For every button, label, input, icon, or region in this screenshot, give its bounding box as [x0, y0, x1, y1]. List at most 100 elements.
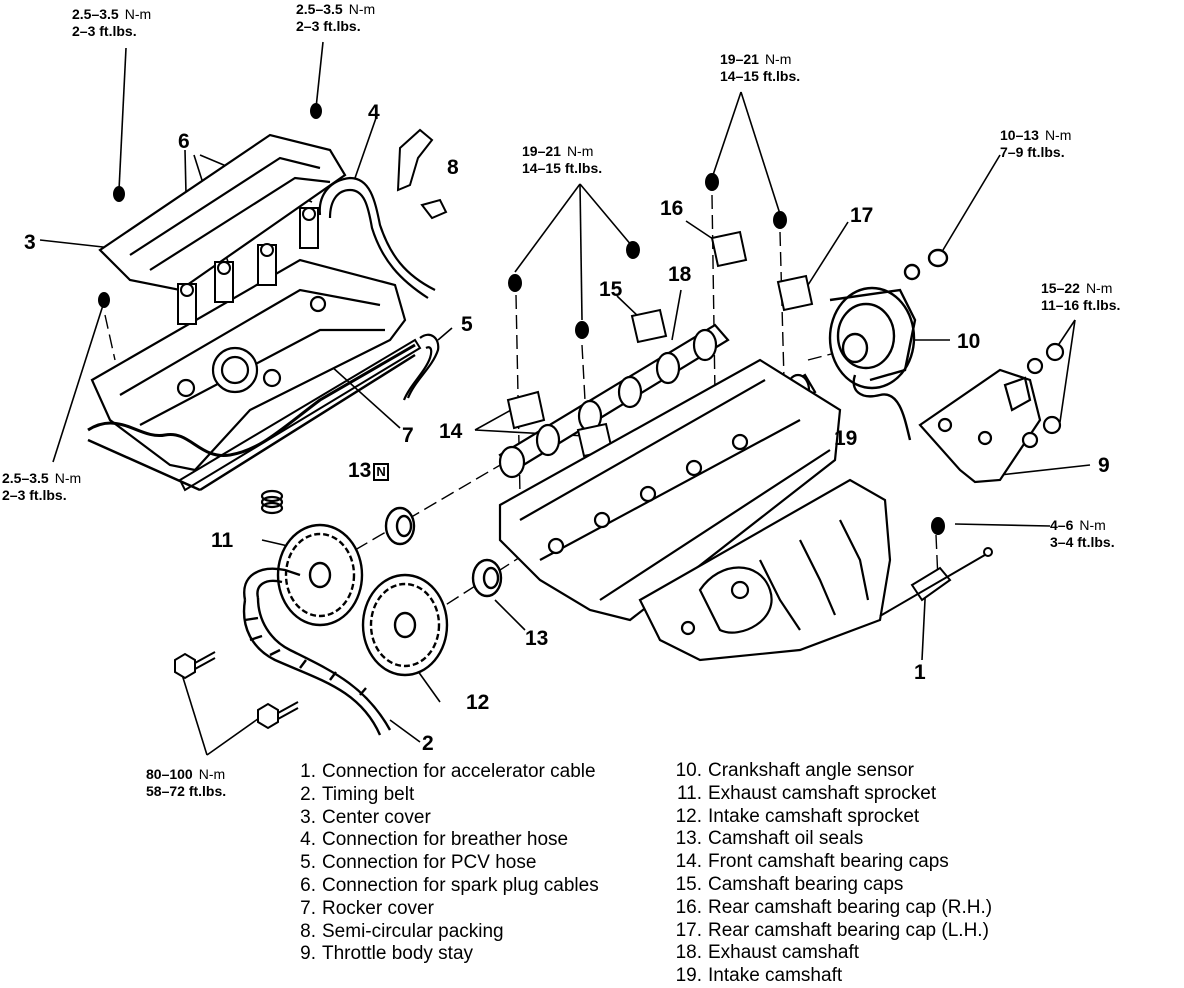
callout-17: 17: [850, 204, 874, 227]
legend-item-number: 12.: [675, 805, 702, 827]
legend-item: 17.Rear camshaft bearing cap (L.H.): [672, 920, 992, 943]
breather-hose: [318, 176, 436, 299]
legend-item: 4.Connection for breather hose: [290, 829, 599, 852]
legend-item: 12. Intake camshaft sprocket: [672, 806, 992, 829]
callout-13-number: 13: [348, 459, 372, 482]
torque-imperial: 2–3 ft.lbs.: [2, 487, 67, 503]
torque-unit: N-m: [1085, 280, 1113, 296]
legend-item-number: 1.: [300, 761, 316, 782]
callout-18: 18: [668, 263, 692, 286]
legend-item-number: 8.: [300, 920, 316, 942]
legend-item: 8. Semi-circular packing: [290, 921, 599, 944]
spring: [260, 489, 284, 515]
callout-12: 12: [466, 691, 490, 714]
callout-8: 8: [447, 156, 459, 179]
legend-item-label: Rocker cover: [322, 897, 434, 919]
legend-item: 7. Rocker cover: [290, 898, 599, 921]
callout-3: 3: [24, 231, 36, 254]
pcv-hose: [402, 333, 440, 401]
legend-right: 10.Crankshaft angle sensor 11. Exhaust ca…: [672, 760, 992, 988]
torque-unit: N-m: [764, 51, 792, 67]
new-part-mark: N: [373, 463, 389, 481]
legend-item-label: Semi-circular packing: [322, 920, 504, 942]
torque-value: 19–21: [720, 51, 759, 67]
timing-belt: [242, 567, 392, 736]
torque-value: 19–21: [522, 143, 561, 159]
legend-item: 15.Camshaft bearing caps: [672, 874, 992, 897]
legend-item: 18.Exhaust camshaft: [672, 942, 992, 965]
cylinder-head: [498, 358, 842, 622]
legend-item-number: 13.: [675, 828, 702, 850]
torque-imperial: 3–4 ft.lbs.: [1050, 534, 1115, 550]
callout-2: 2: [422, 732, 434, 755]
torque-imperial: 14–15 ft.lbs.: [720, 68, 801, 84]
torque-value: 10–13: [1000, 127, 1039, 143]
legend-item: 19. Intake camshaft: [672, 965, 992, 988]
center-cover: [98, 133, 347, 292]
camshaft-oil-seals: [384, 506, 503, 598]
callout-6: 6: [178, 130, 190, 153]
sprocket-bolts: [174, 651, 299, 730]
legend-item-label: Intake camshaft sprocket: [708, 805, 920, 827]
legend-item-number: 11.: [676, 782, 702, 804]
legend-item-label: Rear camshaft bearing cap (L.H.): [708, 919, 989, 941]
legend-item-number: 18.: [675, 942, 702, 964]
legend-item-label: Connection for PCV hose: [322, 852, 537, 874]
torque-unit: N-m: [566, 143, 594, 159]
torque-value: 80–100: [146, 766, 193, 782]
legend-item: 3. Center cover: [290, 807, 599, 830]
callout-11: 11: [211, 529, 234, 552]
legend-item: 1. Connection for accelerator cable: [290, 761, 599, 784]
legend-item-number: 3.: [300, 806, 316, 828]
torque-value: 4–6: [1050, 517, 1074, 533]
callout-16: 16: [660, 197, 684, 220]
callout-4: 4: [368, 101, 380, 124]
callout-13: 13: [525, 627, 549, 650]
legend-item-number: 4.: [300, 829, 316, 851]
crankshaft-angle-sensor: [828, 248, 949, 441]
callout-14: 14: [439, 420, 463, 443]
torque-unit: N-m: [1079, 517, 1106, 533]
legend-item-label: Camshaft bearing caps: [708, 873, 904, 895]
legend-item-number: 7.: [300, 897, 316, 919]
legend-item-label: Rear camshaft bearing cap (R.H.): [708, 896, 993, 918]
torque-imperial: 7–9 ft.lbs.: [1000, 144, 1065, 160]
callout-15: 15: [599, 278, 623, 301]
torque-imperial: 2–3 ft.lbs.: [72, 23, 137, 39]
legend-item-number: 16.: [675, 896, 702, 918]
legend-item: 16. Rear camshaft bearing cap (R.H.): [672, 897, 992, 920]
legend-left: 1.Connection for accelerator cable 2.Tim…: [290, 761, 599, 966]
torque-spec-bearing-cap-rear: 19–21 N-m 14–15 ft.lbs.: [720, 51, 800, 85]
legend-item: 6. Connection for spark plug cables: [290, 875, 599, 898]
legend-item-number: 14.: [675, 851, 702, 873]
legend-item-label: Throttle body stay: [322, 943, 474, 965]
legend-item: 10.Crankshaft angle sensor: [672, 760, 992, 783]
legend-item: 11. Exhaust camshaft sprocket: [672, 783, 992, 806]
torque-spec-bearing-cap-front: 19–21 N-m 14–15 ft.lbs.: [522, 143, 602, 177]
legend-item-label: Center cover: [322, 806, 431, 828]
legend-item-label: Intake camshaft: [708, 965, 843, 987]
legend-item-number: 9.: [300, 943, 316, 965]
spark-plug-connectors: [177, 207, 319, 325]
torque-imperial: 2–3 ft.lbs.: [296, 18, 361, 34]
torque-imperial: 11–16 ft.lbs.: [1041, 297, 1121, 313]
torque-imperial: 58–72 ft.lbs.: [146, 783, 227, 799]
legend-item-label: Connection for accelerator cable: [322, 761, 596, 782]
legend-item-label: Connection for spark plug cables: [322, 874, 599, 896]
bracket: [396, 128, 448, 220]
legend-item-number: 5.: [300, 852, 316, 874]
callout-5: 5: [461, 313, 473, 336]
legend-item-number: 6.: [300, 874, 316, 896]
legend-item-number: 19.: [675, 965, 702, 987]
legend-item: 13.Camshaft oil seals: [672, 828, 992, 851]
torque-value: 15–22: [1041, 280, 1080, 296]
torque-spec-accelerator-bolt: 4–6 N-m 3–4 ft.lbs.: [1050, 517, 1115, 551]
legend-item-label: Exhaust camshaft sprocket: [708, 782, 937, 804]
torque-imperial: 14–15 ft.lbs.: [522, 160, 603, 176]
camshaft-sprockets: [276, 523, 449, 677]
